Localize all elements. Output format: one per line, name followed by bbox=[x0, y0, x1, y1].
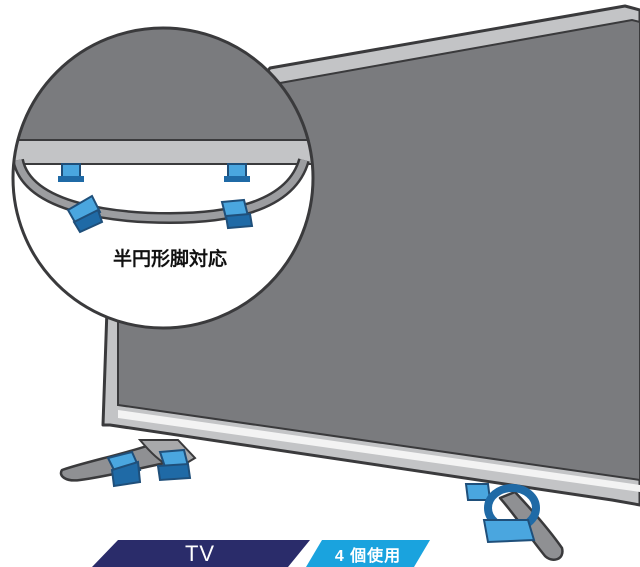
cable-clip-icon bbox=[106, 450, 142, 488]
cable-clip-icon bbox=[464, 483, 540, 544]
tag-tv-bg bbox=[92, 540, 310, 567]
tv-bottom-strip bbox=[118, 410, 640, 492]
cable-clip-icon bbox=[58, 163, 84, 182]
tag-count-bg bbox=[306, 540, 430, 567]
cable-clip-icon bbox=[220, 198, 254, 230]
product-tag: TV bbox=[184, 540, 216, 566]
zoom-bezel bbox=[13, 139, 313, 165]
usage-count-tag: 4 個使用 bbox=[334, 547, 402, 565]
right-stand bbox=[464, 483, 564, 561]
left-stand bbox=[59, 439, 197, 488]
zoom-caption: 半円形脚対応 bbox=[112, 248, 227, 270]
cable-clip-icon bbox=[224, 163, 250, 182]
cable-clip-icon bbox=[66, 194, 104, 234]
cable-clip-icon bbox=[156, 448, 192, 482]
